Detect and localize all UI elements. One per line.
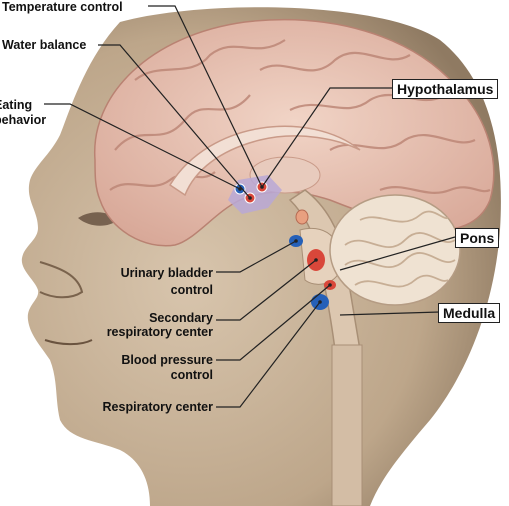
corpus-callosum [168,125,361,197]
secondary-respiratory-label-line1: Secondary [149,311,213,325]
temperature-control-label: Temperature control [2,0,123,14]
leader-lines [44,5,456,408]
blood-pressure-label-line1: Blood pressure [121,353,213,367]
eating-behavior-label-line2: behavior [0,113,47,127]
urinary-bladder-label-line1: Urinary bladder [120,266,213,280]
water-balance-label: Water balance [2,38,87,52]
blood-pressure-label-line2: control [170,368,213,382]
eating-behavior-label-line1: Eating [0,98,33,112]
pons-label: Pons [455,228,500,248]
spinal-cord [331,344,363,506]
urinary-bladder-label-line2: control [170,283,213,297]
mouth-shape [44,339,93,346]
leader-dots [238,185,332,304]
hypothalamus-label: Hypothalamus [392,79,499,99]
gyri-lines [109,39,491,194]
secondary-respiratory-label-line2: respiratory center [106,325,213,339]
respiratory-center-label: Respiratory center [102,400,213,414]
medulla-label: Medulla [438,303,501,323]
cerebellum [329,194,461,306]
nose-shape [39,261,84,299]
pons-marker [295,209,309,225]
